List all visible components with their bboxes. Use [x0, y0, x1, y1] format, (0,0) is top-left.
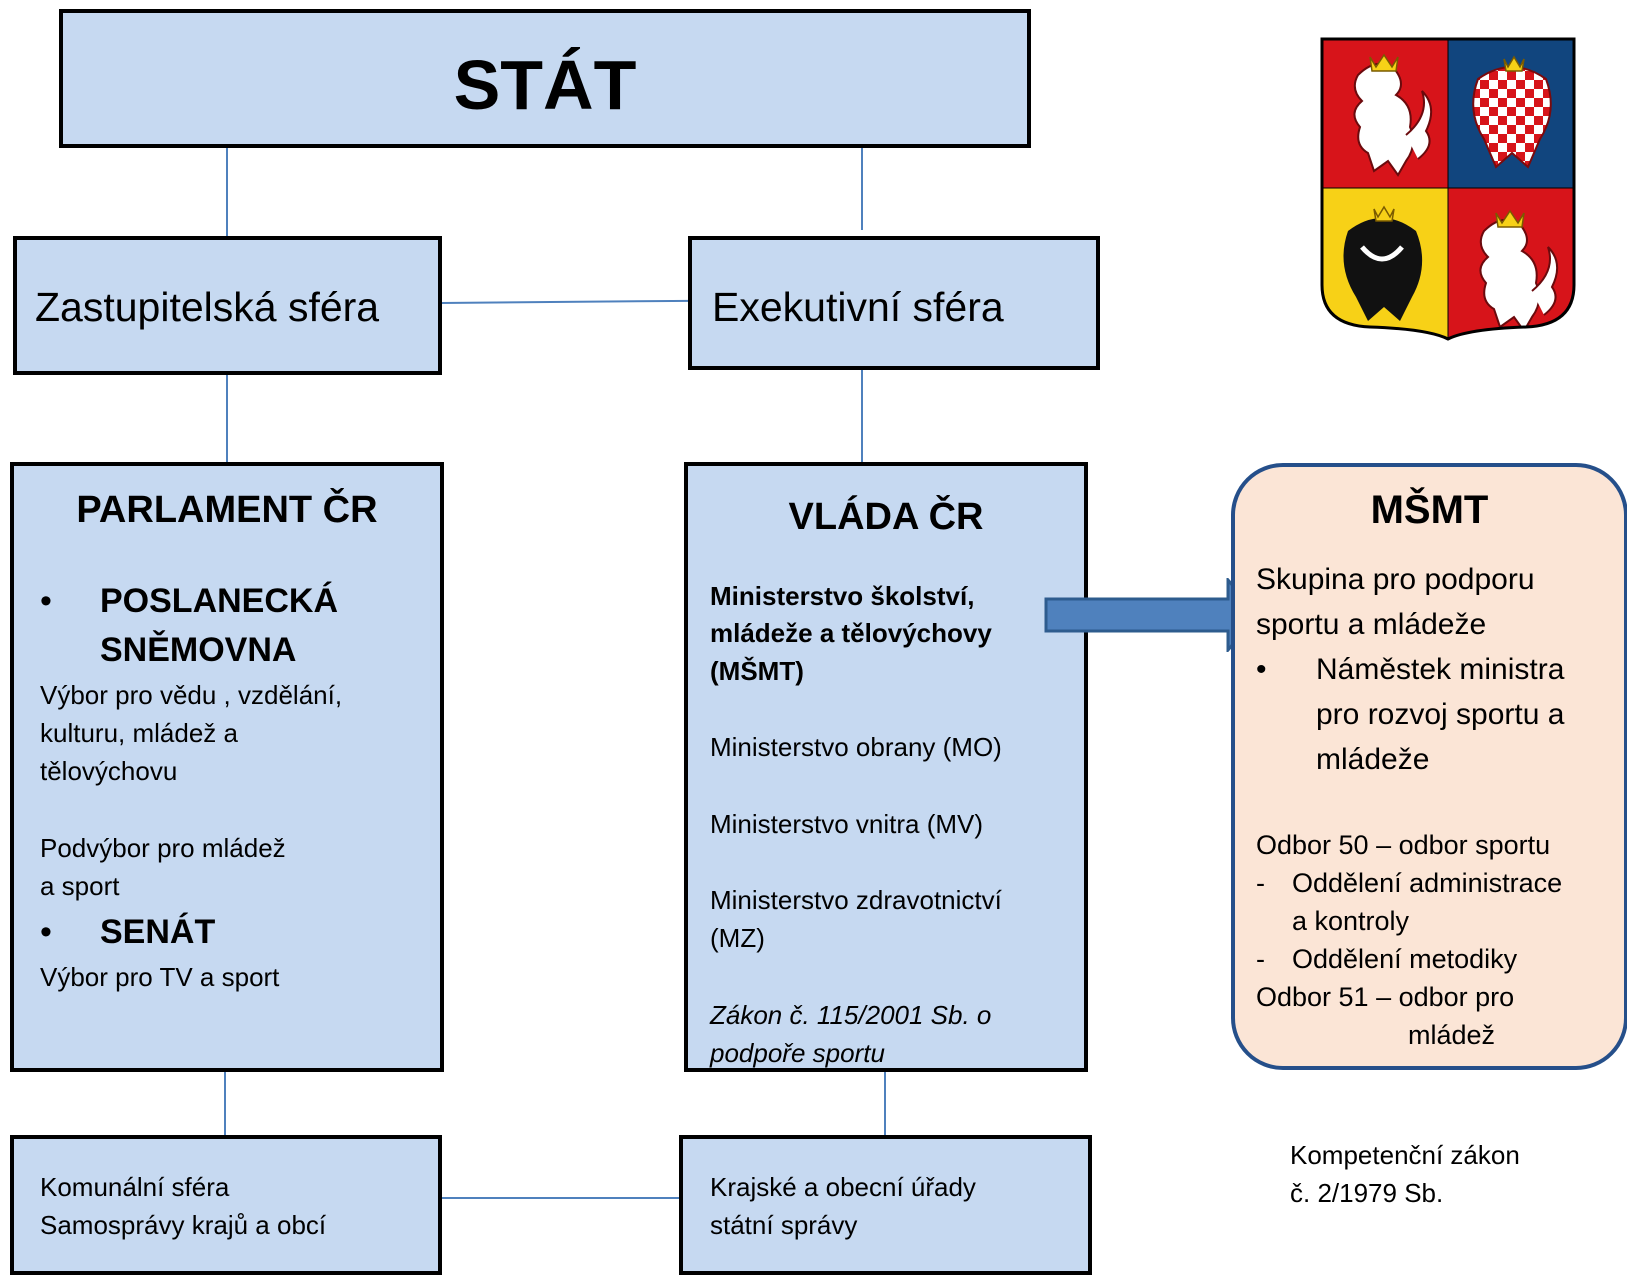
- msmt-skupina-line-2: sportu a mládeže: [1256, 608, 1487, 641]
- podvybor-line-2: a sport: [40, 871, 120, 901]
- senat-vybor: Výbor pro TV a sport: [40, 962, 280, 992]
- msmt-namestek-line-1: Náměstek ministra: [1316, 653, 1565, 686]
- connector-zastupitelska-exekutivni: [440, 299, 691, 304]
- senat-label: SENÁT: [100, 913, 216, 951]
- msmt-odbor-51-line-1: Odbor 51 – odbor pro: [1256, 982, 1515, 1012]
- parlament-bullet-1: •: [40, 582, 52, 620]
- poslanecka-snemovna-label-1: POSLANECKÁ: [100, 582, 339, 620]
- vlada-title: VLÁDA ČR: [788, 496, 984, 538]
- krajske-line-2: státní správy: [710, 1210, 858, 1240]
- msmt-oddeleni-2: Oddělení metodiky: [1292, 944, 1518, 974]
- msmt-dash-2: -: [1256, 944, 1265, 974]
- kompetencni-zakon-line-2: č. 2/1979 Sb.: [1290, 1178, 1444, 1208]
- msmt-bullet: •: [1256, 653, 1267, 686]
- arrow-to-msmt-icon: [1044, 578, 1260, 652]
- msmt-title: MŠMT: [1370, 488, 1489, 532]
- msmt-skupina-line-1: Skupina pro podporu: [1256, 563, 1535, 596]
- msmt-oddeleni-1-line-2: a kontroly: [1292, 906, 1410, 936]
- vlada-msmt-line-2: mládeže a tělovýchovy: [710, 618, 992, 648]
- czech-coat-of-arms-icon: [1320, 37, 1576, 341]
- vlada-box: [684, 462, 1088, 1072]
- vlada-zakon-line-1: Zákon č. 115/2001 Sb. o: [710, 1000, 992, 1030]
- stat-title: STÁT: [453, 46, 637, 124]
- stat-box: STÁT: [59, 9, 1031, 148]
- msmt-odbor-50: Odbor 50 – odbor sportu: [1256, 830, 1551, 860]
- komunalni-line-2: Samosprávy krajů a obcí: [40, 1210, 327, 1240]
- vlada-mz-line-1: Ministerstvo zdravotnictví: [710, 885, 1002, 915]
- msmt-odbor-51-line-2: mládež: [1408, 1020, 1496, 1050]
- vlada-mv: Ministerstvo vnitra (MV): [710, 809, 984, 839]
- connector-stat-exekutivni: [861, 146, 863, 230]
- komunalni-line-1: Komunální sféra: [40, 1172, 230, 1202]
- parlament-box: [10, 462, 444, 1072]
- kompetencni-zakon-line-1: Kompetenční zákon: [1290, 1140, 1520, 1170]
- msmt-box: [1231, 463, 1627, 1070]
- krajske-urady-box: [679, 1135, 1092, 1275]
- exekutivni-sfera-box: Exekutivní sféra: [688, 236, 1100, 370]
- vybor-line-2: kulturu, mládež a: [40, 718, 238, 748]
- exekutivni-sfera-label: Exekutivní sféra: [712, 284, 1004, 330]
- zastupitelska-sfera-box: Zastupitelská sféra: [13, 236, 442, 375]
- msmt-namestek-line-3: mládeže: [1316, 743, 1430, 776]
- parlament-title: PARLAMENT ČR: [76, 489, 378, 531]
- vybor-line-1: Výbor pro vědu , vzdělání,: [40, 680, 343, 710]
- vlada-msmt-line-1: Ministerstvo školství,: [710, 581, 975, 611]
- connector-vlada-krajske: [884, 1071, 886, 1137]
- msmt-namestek-line-2: pro rozvoj sportu a: [1316, 698, 1565, 731]
- msmt-oddeleni-1-line-1: Oddělení administrace: [1292, 868, 1563, 898]
- connector-zastupitelska-parlament: [226, 374, 228, 464]
- podvybor-line-1: Podvýbor pro mládež: [40, 833, 286, 863]
- connector-parlament-komunalni: [224, 1071, 226, 1137]
- vybor-line-3: tělovýchovu: [40, 756, 178, 786]
- connector-exekutivni-vlada: [861, 368, 863, 464]
- msmt-dash-1: -: [1256, 868, 1265, 898]
- connector-stat-zastupitelska: [226, 146, 228, 238]
- zastupitelska-sfera-label: Zastupitelská sféra: [35, 284, 380, 330]
- krajske-line-1: Krajské a obecní úřady: [710, 1172, 976, 1202]
- connector-komunalni-krajske: [441, 1197, 681, 1199]
- vlada-mo: Ministerstvo obrany (MO): [710, 732, 1002, 762]
- vlada-msmt-line-3: (MŠMT): [710, 656, 804, 686]
- vlada-mz-line-2: (MZ): [710, 923, 765, 953]
- parlament-bullet-2: •: [40, 913, 52, 951]
- poslanecka-snemovna-label-2: SNĚMOVNA: [100, 631, 297, 669]
- vlada-zakon-line-2: podpoře sportu: [710, 1038, 885, 1068]
